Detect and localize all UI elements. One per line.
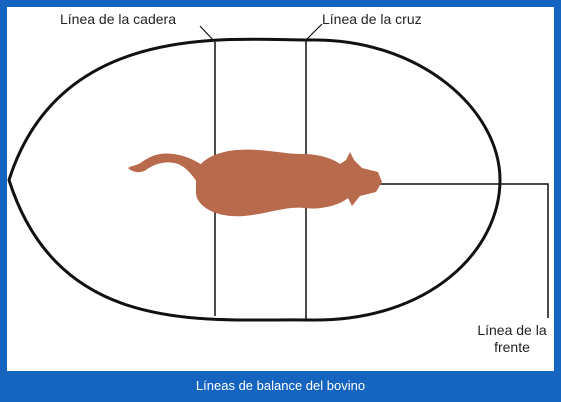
withers-label-leader <box>305 23 323 41</box>
front-line <box>380 183 549 318</box>
figure-caption: Líneas de balance del bovino <box>195 378 366 393</box>
hip-label-leader <box>199 25 216 43</box>
front-line-label-row2: frente <box>494 339 530 355</box>
flight-zone-ellipse <box>7 37 502 322</box>
hip-line-label: Línea de la cadera <box>60 11 176 27</box>
withers-line-label: Línea de la cruz <box>322 11 422 27</box>
front-line-label-row1: Línea de la <box>477 322 547 338</box>
cattle-silhouette-icon <box>128 149 382 217</box>
front-line-label: Línea de la frente <box>470 322 554 356</box>
